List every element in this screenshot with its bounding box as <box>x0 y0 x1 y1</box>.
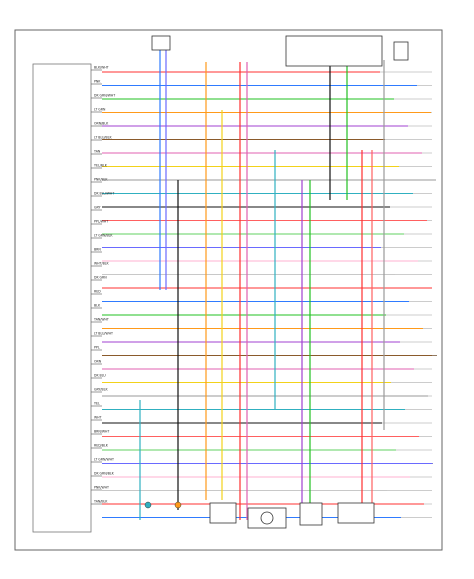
ecm-outline <box>32 63 92 533</box>
ecm-pin-label: BLK <box>94 304 101 308</box>
motor-symbol <box>260 511 274 525</box>
ecm-pin-label: GRY <box>94 206 100 210</box>
ecm-pin-label: LT GRN/BLK <box>94 234 113 238</box>
fuse-block-component <box>151 35 171 51</box>
ecm-pin-label: PNK/BLK <box>94 178 108 182</box>
ecm-pin-label: LT GRN <box>94 108 106 112</box>
ecm-pin-label: BRN/WHT <box>94 430 109 434</box>
ecm-pin-label: PPL/WHT <box>94 220 108 224</box>
sensor-component <box>299 502 323 526</box>
ecm-pin-label: RED <box>94 290 101 294</box>
ecm-pin-label: GRY/BLK <box>94 388 108 392</box>
ecm-pin-label: LT BLU/BLK <box>94 136 112 140</box>
ecm-pin-label: LT GRN/WHT <box>94 458 114 462</box>
ecm-pin-label: ORN/BLK <box>94 122 109 126</box>
relay-component <box>393 41 409 61</box>
ignition-switch-component <box>285 35 383 67</box>
ecm-pin-label: LT BLU/WHT <box>94 332 113 336</box>
connector-symbol <box>174 501 182 509</box>
ecm-pin-label: TAN/WHT <box>93 318 109 322</box>
ecm-pin-label: BLK/WHT <box>94 66 109 70</box>
ecm-pin-label: TAN/BLK <box>93 500 108 504</box>
ecm-pin-label: DK GRN/BLK <box>94 472 115 476</box>
ecm-pin-label: DK BLU <box>94 374 106 378</box>
ecm-pin-label: RED/BLK <box>94 444 109 448</box>
ecm-pin-label: WHT <box>94 416 102 420</box>
motor-component <box>247 507 287 529</box>
wire-layer <box>102 45 437 520</box>
ecm-pin-layer: BLK/WHT PNK DK GRN/WHT LT GRN ORN/BLK LT BLU/… <box>91 66 115 505</box>
ecm-pin-label: DK GRN/WHT <box>94 94 115 98</box>
component-layer <box>144 35 409 529</box>
ecm-pin-label: TAN <box>93 150 101 154</box>
ecm-pin-label: DK BLU/WHT <box>94 192 114 196</box>
ecm-pin-label: YEL/BLK <box>94 164 108 168</box>
connector-component <box>337 502 375 524</box>
diagram-frame <box>14 29 443 551</box>
ecm-pin-label: WHT/BLK <box>94 262 110 266</box>
ecm-pin-label: PNK <box>94 80 101 84</box>
ecm-pin-label: BRN <box>94 248 101 252</box>
ecm-pin-label: YEL <box>94 402 100 406</box>
ecm-pin-label: DK GRN <box>94 276 107 280</box>
ecm-pin-label: PNK/WHT <box>94 486 109 490</box>
injector-component <box>209 502 237 524</box>
ecm-pin-label: ORN <box>94 360 102 364</box>
ecm-pin-label: PPL <box>94 346 100 350</box>
ground-symbol <box>144 501 152 509</box>
